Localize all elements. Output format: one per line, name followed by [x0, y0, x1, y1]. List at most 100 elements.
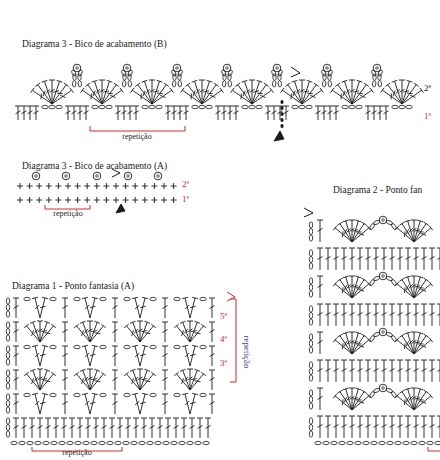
double-crochet	[140, 402, 146, 404]
double-crochet	[414, 396, 431, 410]
double-crochet	[190, 298, 195, 318]
double-crochet	[162, 298, 168, 299]
single-crochet	[48, 183, 49, 189]
double-crochet	[326, 368, 331, 371]
double-crochet	[35, 305, 39, 309]
double-crochet	[413, 304, 419, 305]
double-crochet	[405, 332, 411, 334]
double-crochet	[322, 111, 327, 114]
double-crochet	[418, 399, 424, 400]
double-crochet	[374, 256, 379, 259]
double-crochet	[430, 312, 435, 315]
double-crochet	[357, 93, 363, 95]
double-crochet	[341, 304, 347, 305]
double-crochet	[134, 111, 139, 114]
double-crochet	[133, 370, 140, 390]
double-crochet	[110, 95, 115, 97]
slip-stitch-dot	[280, 100, 283, 104]
picot	[226, 67, 229, 70]
picot	[126, 67, 129, 70]
double-crochet	[42, 297, 48, 298]
double-crochet	[162, 322, 168, 323]
chain-stitch	[122, 80, 126, 87]
double-crochet	[90, 369, 91, 390]
double-crochet	[360, 304, 361, 326]
chain-stitch	[27, 441, 33, 444]
double-crochet	[409, 228, 413, 232]
double-crochet	[183, 370, 190, 390]
double-crochet	[340, 224, 352, 242]
double-crochet	[333, 416, 339, 417]
double-crochet	[318, 312, 323, 315]
double-crochet	[414, 224, 426, 242]
chain-stitch	[56, 105, 62, 108]
double-crochet	[142, 297, 148, 298]
double-crochet	[185, 401, 189, 405]
double-crochet	[257, 80, 263, 82]
double-crochet	[24, 324, 29, 328]
double-crochet	[377, 106, 383, 107]
double-crochet	[252, 81, 260, 104]
double-crochet	[149, 418, 155, 419]
double-crochet	[163, 354, 168, 357]
double-crochet	[357, 248, 363, 249]
double-crochet	[134, 426, 139, 429]
double-crochet	[94, 426, 99, 429]
double-crochet	[85, 418, 91, 419]
double-crochet	[432, 304, 433, 326]
end-arrow	[227, 292, 235, 301]
double-crochet	[185, 353, 189, 357]
double-crochet	[334, 111, 339, 114]
double-crochet	[16, 298, 17, 318]
double-crochet	[57, 80, 63, 82]
picot	[382, 275, 385, 278]
double-crochet	[209, 394, 215, 395]
double-crochet	[342, 368, 347, 371]
double-crochet	[206, 426, 211, 429]
double-crochet	[210, 330, 215, 333]
double-crochet	[402, 336, 414, 354]
double-crochet	[325, 248, 331, 249]
diagram-title: Diagrama 2 - Ponto fan	[333, 185, 422, 195]
double-crochet	[182, 345, 188, 346]
double-crochet	[342, 399, 344, 405]
chain-stitch	[309, 418, 312, 424]
double-crochet	[342, 424, 347, 427]
single-crochet	[144, 197, 145, 203]
double-crochet	[438, 424, 440, 427]
chain-stitch	[373, 388, 380, 394]
double-crochet	[406, 285, 409, 290]
double-crochet	[140, 370, 147, 390]
double-crochet	[207, 80, 213, 82]
double-crochet	[415, 398, 421, 399]
double-crochet	[190, 426, 195, 429]
chain-stitch	[74, 393, 80, 396]
double-crochet	[133, 106, 139, 107]
double-crochet	[13, 418, 19, 419]
double-crochet	[216, 111, 221, 114]
double-crochet	[398, 368, 403, 371]
picot	[376, 67, 379, 70]
double-crochet	[359, 401, 365, 403]
double-crochet	[320, 248, 321, 270]
double-crochet	[212, 298, 213, 318]
double-crochet	[191, 94, 192, 100]
double-crochet	[429, 338, 433, 343]
double-crochet	[365, 304, 371, 305]
chain-stitch	[6, 394, 9, 400]
double-crochet	[52, 85, 66, 104]
double-crochet	[302, 85, 316, 104]
double-crochet	[138, 85, 152, 104]
double-crochet	[404, 399, 406, 405]
double-crochet	[252, 90, 272, 104]
double-crochet	[190, 326, 204, 342]
double-crochet	[192, 297, 198, 298]
double-crochet	[353, 286, 359, 287]
double-crochet	[90, 354, 96, 356]
double-crochet	[140, 321, 141, 342]
double-crochet	[82, 330, 84, 336]
chain-stitch	[378, 74, 382, 81]
double-crochet	[414, 284, 431, 298]
double-crochet	[368, 360, 369, 382]
diagram-title: Diagrama 3 - Bico de acabamento (B)	[22, 39, 167, 49]
